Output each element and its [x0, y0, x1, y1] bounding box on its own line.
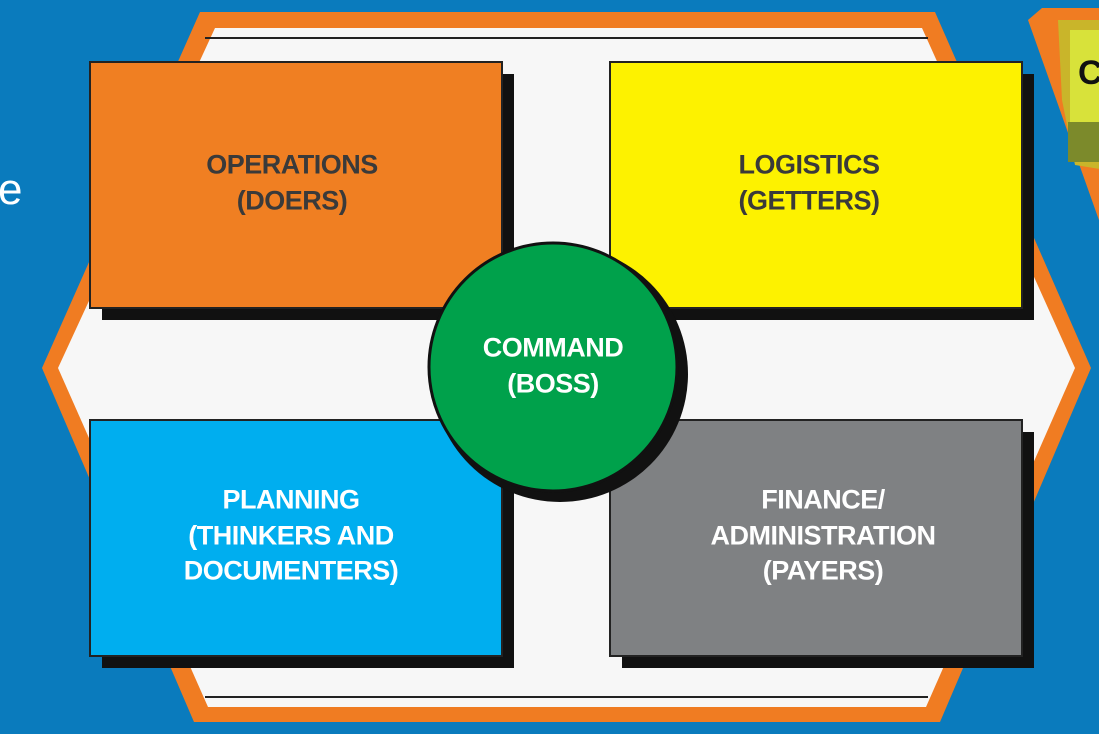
finance-box	[609, 419, 1023, 657]
command-subtitle: (BOSS)	[507, 368, 599, 398]
planning-subtitle-2: DOCUMENTERS)	[183, 555, 399, 586]
command-label: COMMAND (BOSS)	[482, 330, 624, 401]
operations-subtitle: (DOERS)	[236, 185, 348, 215]
corner-text-fragment: C	[1078, 54, 1099, 92]
finance-subtitle-2: (PAYERS)	[762, 555, 884, 586]
planning-subtitle-1: (THINKERS AND	[188, 520, 394, 551]
logistics-title: LOGISTICS	[738, 149, 880, 180]
planning-box	[89, 419, 503, 657]
logistics-label: LOGISTICS (GETTERS)	[738, 147, 880, 218]
operations-label: OPERATIONS (DOERS)	[206, 147, 378, 218]
logistics-subtitle: (GETTERS)	[738, 185, 880, 215]
right-hexagon-fragment	[1028, 8, 1099, 221]
logistics-box	[609, 61, 1023, 309]
finance-label: FINANCE/ ADMINISTRATION (PAYERS)	[711, 483, 936, 590]
operations-box	[89, 61, 503, 309]
planning-label: PLANNING (THINKERS AND DOCUMENTERS)	[184, 483, 399, 590]
planning-title: PLANNING	[222, 484, 360, 515]
command-circle	[427, 241, 679, 493]
command-title: COMMAND	[482, 332, 624, 363]
finance-title: FINANCE/	[761, 484, 885, 515]
edge-text-fragment: e	[0, 165, 23, 214]
finance-subtitle-1: ADMINISTRATION	[710, 520, 936, 551]
operations-title: OPERATIONS	[206, 149, 378, 180]
